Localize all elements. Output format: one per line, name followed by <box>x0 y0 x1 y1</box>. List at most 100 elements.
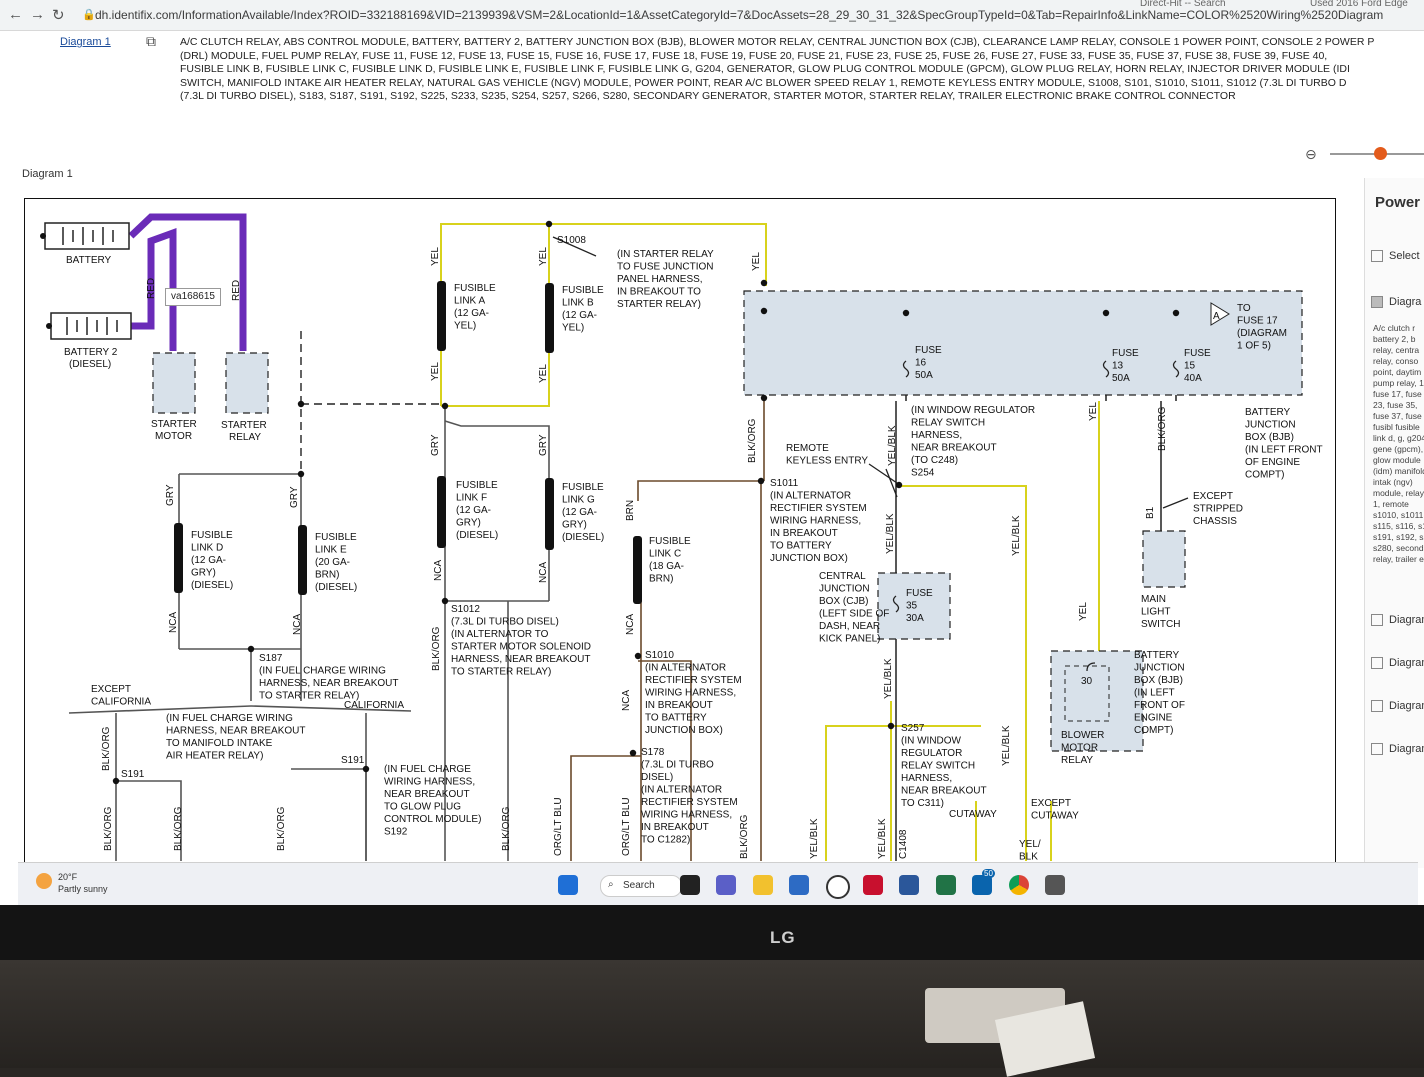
wire-blkorg-1-label: BLK/ORG <box>431 626 442 671</box>
diagram-section-title: Diagram 1 <box>22 168 73 180</box>
tab-used-ford-edge[interactable]: Used 2016 Ford Edge <box>1310 0 1408 9</box>
diagram-4-row[interactable]: Diagram 4 <box>1371 700 1424 712</box>
fusible-link-e-label: FUSIBLELINK E(20 GA-BRN)(DIESEL) <box>315 532 357 593</box>
wire-yel-g-label: YEL <box>1078 602 1089 621</box>
wire-gry-d-label: GRY <box>165 484 176 506</box>
diagram-2-row[interactable]: Diagram 2 <box>1371 614 1424 626</box>
mcafee-icon[interactable] <box>863 875 883 895</box>
wire-blkorg-6-label: BLK/ORG <box>276 806 287 851</box>
search-icon: ⌕ <box>608 879 614 890</box>
fusible-link-d-label: FUSIBLELINK D(12 GA-GRY)(DIESEL) <box>191 530 233 591</box>
component-list: A/C CLUTCH RELAY, ABS CONTROL MODULE, BA… <box>180 36 1420 104</box>
wire-yel-a-label: YEL <box>430 247 441 266</box>
except-stripped-chassis-label: EXCEPTSTRIPPEDCHASSIS <box>1193 491 1243 527</box>
fusible-link-f-label: FUSIBLELINK F(12 GA-GRY)(DIESEL) <box>456 480 498 541</box>
wire-blkorg-2-label: BLK/ORG <box>747 418 758 463</box>
battery-symbol <box>40 223 131 339</box>
diagram-1-checkbox[interactable] <box>1371 296 1383 308</box>
taskbar-search[interactable]: ⌕ Search <box>600 875 682 897</box>
fusible-link-c-label: FUSIBLELINK C(18 GA-BRN) <box>649 536 691 585</box>
zoom-slider-knob[interactable] <box>1374 147 1387 160</box>
task-view-icon[interactable] <box>680 875 700 895</box>
s191-note-label: (IN FUEL CHARGE WIRINGHARNESS, NEAR BREA… <box>166 713 305 762</box>
tab-direct-hit[interactable]: Direct-Hit -- Search <box>1140 0 1226 9</box>
zoom-out-icon[interactable]: ⊖ <box>1305 146 1317 163</box>
select-checkbox[interactable] <box>1371 250 1383 262</box>
wire-red-1-label: RED <box>146 278 157 299</box>
diagram-2-checkbox[interactable] <box>1371 614 1383 626</box>
diagram-5-checkbox[interactable] <box>1371 743 1383 755</box>
battery-2-label: BATTERY 2 <box>64 347 118 358</box>
fusible-link-a-label: FUSIBLELINK A(12 GA-YEL) <box>454 283 496 332</box>
wire-yel-b-label: YEL <box>538 247 549 266</box>
zoom-control[interactable]: ⊖ <box>1305 146 1424 162</box>
blower-motor-relay-label: BLOWERMOTORRELAY <box>1061 730 1104 766</box>
diagram-summary: A/c clutch r battery 2, b relay, centra … <box>1373 323 1424 565</box>
app-icon[interactable] <box>1045 875 1065 895</box>
battery-label: BATTERY <box>66 255 112 266</box>
diagram-4-checkbox[interactable] <box>1371 700 1383 712</box>
diagram-3-row[interactable]: Diagram 3 <box>1371 657 1424 669</box>
tooltip: va168615 <box>165 288 221 306</box>
except-california-label: EXCEPTCALIFORNIA <box>91 684 151 708</box>
right-panel: Power Select Diagra A/c clutch r battery… <box>1364 178 1424 868</box>
wire-yelblk-1-label: YEL/BLK <box>887 425 898 466</box>
starter-relay-b-label: RELAY <box>229 432 261 443</box>
wiring-diagram-svg: BATTERYBATTERY 2(DIESEL)STARTERMOTORSTAR… <box>25 199 1335 879</box>
wire-blkorg-3-label: BLK/ORG <box>101 726 112 771</box>
wire-blkorg-9-label: BLK/ORG <box>1157 406 1168 451</box>
except-cutaway-label: EXCEPTCUTAWAY <box>1031 798 1079 822</box>
s187-label: S187(IN FUEL CHARGE WIRINGHARNESS, NEAR … <box>259 653 398 702</box>
search-label: Search <box>623 880 655 891</box>
wire-blkorg-5-label: BLK/ORG <box>173 806 184 851</box>
diagram-1-row[interactable]: Diagra <box>1371 296 1421 308</box>
reload-icon[interactable]: ↻ <box>52 6 65 24</box>
wire-orgltblu-2-label: ORG/LT BLU <box>621 797 632 856</box>
wire-blkorg-7-label: BLK/ORG <box>501 806 512 851</box>
wire-yelblk-2-label: YEL/BLK <box>885 513 896 554</box>
wire-red-2-label: RED <box>231 280 242 301</box>
open-external-icon[interactable]: ⧉ <box>146 33 156 50</box>
relay-30-label: 30 <box>1081 676 1093 687</box>
wire-yel-e-label: YEL <box>751 252 762 271</box>
forward-icon[interactable]: → <box>30 6 45 23</box>
taskbar: 20°F Partly sunny ⌕Search 50 <box>18 862 1418 905</box>
yelblk-stack-label: YEL/BLK <box>1019 839 1041 863</box>
browser-toolbar: ← → ↻ 🔒 dh.identifix.com/InformationAvai… <box>0 0 1424 31</box>
select-all-row[interactable]: Select <box>1371 250 1420 262</box>
wire-yelblk-7-label: YEL/BLK <box>877 818 888 859</box>
excel-icon[interactable] <box>936 875 956 895</box>
s178-label: S178(7.3L DI TURBODISEL)(IN ALTERNATORRE… <box>641 747 738 846</box>
back-icon[interactable]: ← <box>8 6 23 23</box>
s1008-note-label: (IN STARTER RELAYTO FUSE JUNCTIONPANEL H… <box>617 249 714 310</box>
wire-yelblk-6-label: YEL/BLK <box>809 818 820 859</box>
s1008-label: S1008 <box>557 235 586 246</box>
diagram-5-row[interactable]: Diagram 5 <box>1371 743 1424 755</box>
lock-icon[interactable]: 🔒 <box>82 8 96 21</box>
battery-junction-box-label: BATTERYJUNCTIONBOX (BJB)(IN LEFT FRONTOF… <box>1245 407 1323 481</box>
start-icon[interactable] <box>558 875 578 895</box>
fusible-link-b-label: FUSIBLELINK B(12 GA-YEL) <box>562 285 604 334</box>
dell-icon[interactable] <box>826 875 850 899</box>
wire-yel-c-label: YEL <box>430 362 441 381</box>
diagram-link[interactable]: Diagram 1 <box>60 36 111 48</box>
lg-logo: LG <box>770 928 796 948</box>
teams-icon[interactable] <box>716 875 736 895</box>
file-explorer-icon[interactable] <box>753 875 773 895</box>
mail-icon[interactable]: 50 <box>972 875 992 895</box>
wire-gry-e-label: GRY <box>289 486 300 508</box>
wire-nca-d-label: NCA <box>168 612 179 633</box>
diagram-4-label: Diagram 4 <box>1389 700 1424 712</box>
store-icon[interactable] <box>789 875 809 895</box>
desk-area <box>0 960 1424 1068</box>
main-light-switch-label: MAINLIGHTSWITCH <box>1141 594 1180 630</box>
word-icon[interactable] <box>899 875 919 895</box>
chrome-icon[interactable] <box>1009 875 1029 895</box>
wire-yel-d-label: YEL <box>538 364 549 383</box>
wire-yel-f-label: YEL <box>1088 402 1099 421</box>
diagram-2-label: Diagram 2 <box>1389 614 1424 626</box>
wire-blkorg-8-label: BLK/ORG <box>739 814 750 859</box>
remote-keyless-entry-label: REMOTEKEYLESS ENTRY <box>786 443 868 467</box>
address-bar[interactable]: dh.identifix.com/InformationAvailable/In… <box>95 8 1383 22</box>
diagram-3-checkbox[interactable] <box>1371 657 1383 669</box>
